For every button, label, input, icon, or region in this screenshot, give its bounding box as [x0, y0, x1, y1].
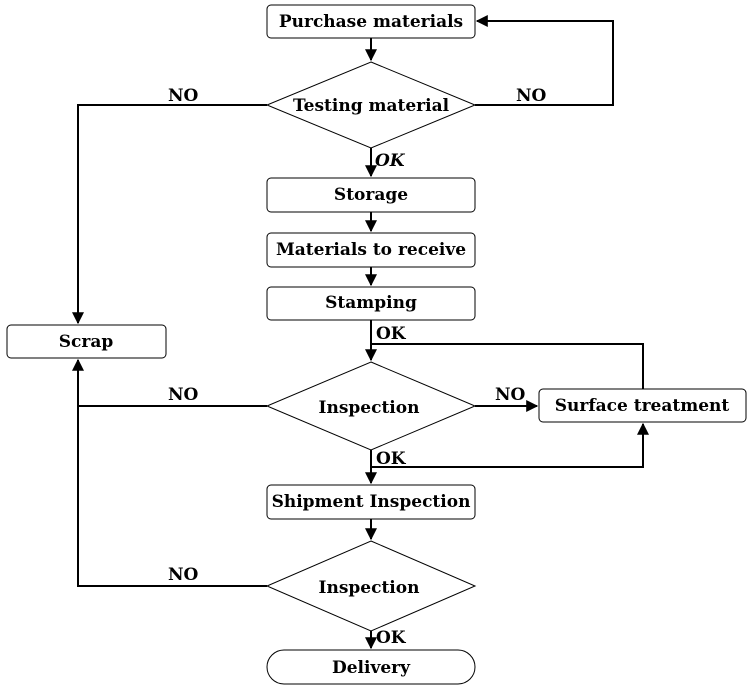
node-label: Stamping — [325, 293, 417, 313]
decision-inspection: Inspection — [265, 361, 477, 451]
node-label: Surface treatment — [555, 396, 730, 416]
label-inspection-no-right: NO — [495, 385, 526, 405]
node-label: Storage — [334, 185, 408, 205]
node-label: Materials to receive — [276, 240, 466, 260]
node-storage: Storage — [266, 177, 476, 213]
edge-testing-no-to-purchase — [475, 15, 614, 106]
node-label: Shipment Inspection — [272, 492, 471, 512]
node-stamping: Stamping — [266, 286, 476, 321]
edge-final-inspection-no-to-scrap — [77, 406, 267, 587]
label-testing-no-right: NO — [516, 86, 547, 106]
edge-ok-to-surface — [371, 422, 649, 468]
label-inspection-no-left: NO — [168, 385, 199, 405]
decision-label: Inspection — [319, 578, 420, 598]
label-testing-ok: OK — [375, 151, 406, 171]
label-stamping-ok: OK — [376, 324, 407, 344]
label-final-inspection-no: NO — [168, 565, 199, 585]
label-testing-no-left: NO — [168, 86, 199, 106]
node-materials-to-receive: Materials to receive — [266, 232, 476, 268]
edges — [72, 15, 649, 650]
edge-testing-no-to-scrap — [72, 104, 267, 325]
decision-label: Inspection — [319, 398, 420, 418]
node-surface-treatment: Surface treatment — [538, 388, 747, 423]
node-label: Scrap — [59, 332, 114, 352]
node-purchase-materials: Purchase materials — [266, 4, 476, 39]
label-inspection-ok: OK — [376, 449, 407, 469]
decision-testing-material: Testing material — [265, 61, 477, 149]
label-final-inspection-ok: OK — [376, 628, 407, 648]
decision-label: Testing material — [293, 96, 450, 116]
node-label: Purchase materials — [279, 12, 463, 32]
terminal-delivery: Delivery — [266, 649, 476, 685]
node-shipment-inspection: Shipment Inspection — [266, 484, 476, 520]
node-label: Delivery — [332, 658, 411, 678]
decision-final-inspection: Inspection — [265, 540, 477, 632]
node-scrap: Scrap — [6, 324, 167, 359]
edge-surface-return — [371, 343, 644, 389]
